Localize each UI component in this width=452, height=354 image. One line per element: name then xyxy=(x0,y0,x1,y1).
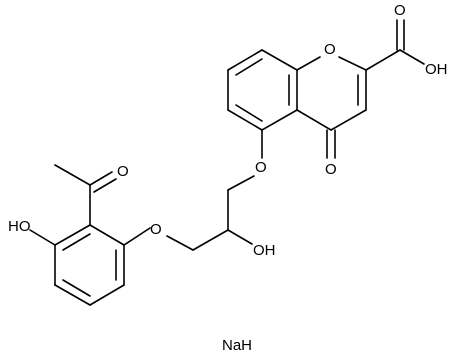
bond xyxy=(89,224,125,246)
bond xyxy=(54,164,91,186)
bond-lines xyxy=(29,19,425,306)
acetyl-oxygen-label: O xyxy=(117,163,129,180)
bond xyxy=(166,235,194,251)
phenol-hydroxyl-label: HO xyxy=(8,218,31,235)
bond xyxy=(54,224,91,246)
bond xyxy=(365,49,401,71)
bond xyxy=(89,284,125,306)
bond xyxy=(330,109,367,131)
bond xyxy=(29,229,56,246)
bond xyxy=(93,178,117,193)
carboxyl-carbonyl-oxygen-label: O xyxy=(394,2,406,19)
bond xyxy=(338,56,367,71)
bond xyxy=(123,227,151,246)
carboxyl-hydroxyl-label: OH xyxy=(425,61,448,78)
double-bond-inner xyxy=(62,233,91,251)
double-bond-inner xyxy=(235,104,263,122)
ring-oxygen-label: O xyxy=(324,41,336,58)
bond xyxy=(399,49,425,65)
bond xyxy=(227,175,255,191)
counter-ion-label: NaH xyxy=(222,337,252,354)
double-bond-inner xyxy=(62,279,91,297)
bond xyxy=(296,56,321,71)
chromone-keto-oxygen-label: O xyxy=(325,161,337,178)
bond xyxy=(227,49,263,71)
bond xyxy=(227,229,253,245)
bond xyxy=(192,229,229,251)
bond xyxy=(89,171,113,186)
secondary-alcohol-label: OH xyxy=(253,242,276,259)
atom-labels: O O OH O O OH O O HO NaH xyxy=(8,2,448,354)
bond xyxy=(227,109,263,131)
bond xyxy=(296,109,332,131)
bond xyxy=(261,49,298,71)
phenyl-ether-oxygen-label: O xyxy=(150,221,162,238)
aryl-ether-oxygen-label: O xyxy=(255,159,267,176)
bond xyxy=(261,109,298,131)
double-bond-inner xyxy=(235,58,263,76)
bond xyxy=(54,284,91,306)
